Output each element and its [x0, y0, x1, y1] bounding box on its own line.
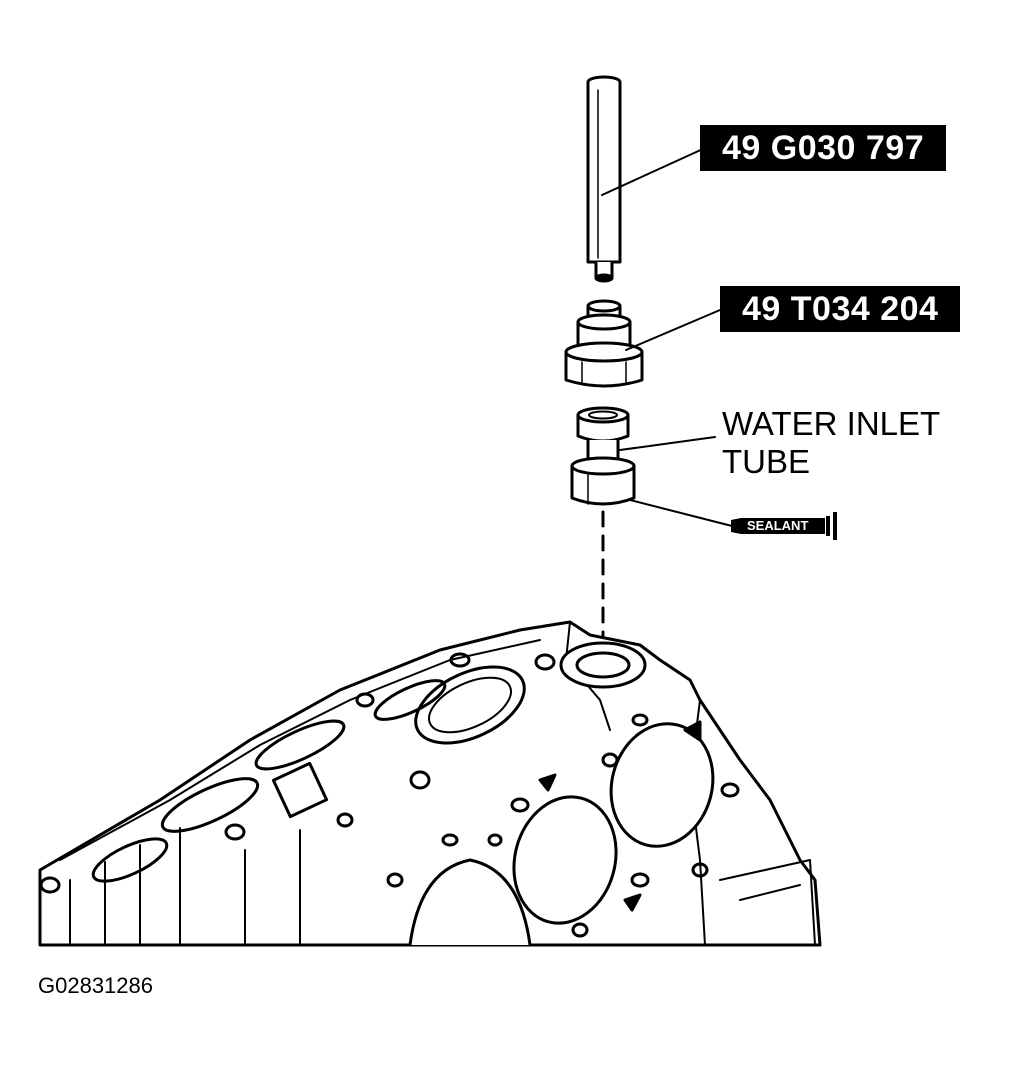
sealant-label: SEALANT [747, 518, 809, 533]
attachment-tool [564, 299, 644, 388]
installer-rod-tool [586, 75, 622, 283]
sealant-tube-icon: SEALANT [727, 510, 841, 542]
water-inlet-tube [570, 406, 636, 506]
water-inlet-label-line1: WATER INLET [722, 405, 941, 442]
leader-tool-1 [601, 147, 706, 196]
water-inlet-label-line2: TUBE [722, 443, 811, 480]
engine-block [38, 620, 822, 947]
tool-label-1: 49 G030 797 [700, 125, 947, 171]
figure-id: G02831286 [38, 973, 153, 998]
leader-sealant [629, 499, 733, 527]
leader-tube [619, 436, 716, 451]
tool-label-2: 49 T034 204 [720, 286, 961, 332]
leader-tool-2 [625, 309, 721, 351]
